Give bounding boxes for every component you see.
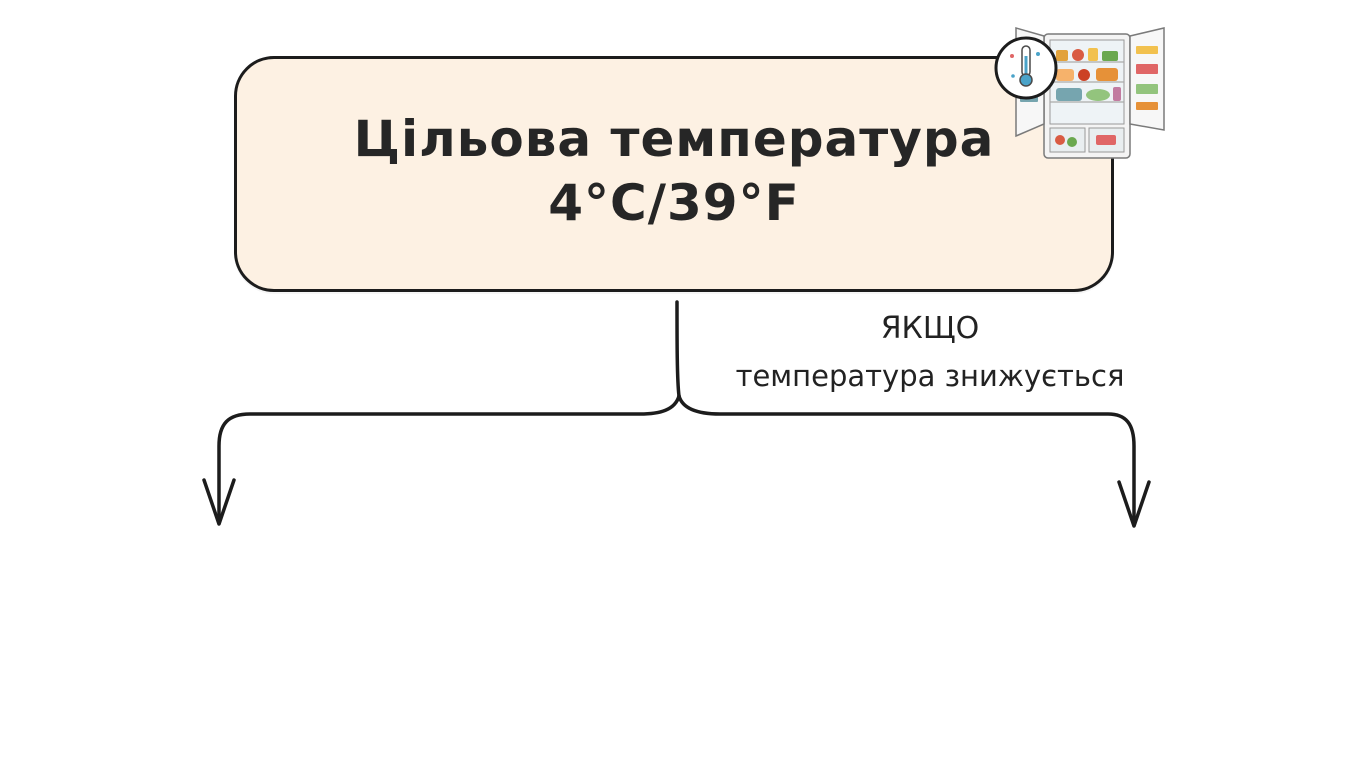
condition-description-text: температура знижується [735, 359, 1125, 393]
stem-line [675, 300, 681, 398]
target-temperature-box: Цільова температура 4°C/39°F [234, 56, 1114, 292]
open-fridge-icon [994, 27, 1165, 159]
title-text: Цільова температура [353, 110, 995, 168]
right-arrowhead [1117, 480, 1151, 528]
temperature-value: 4°C/39°F [548, 174, 800, 232]
left-branch-line [217, 394, 681, 524]
condition-label: ЯКЩО температура знижується [690, 308, 1170, 398]
thermometer-badge-icon [994, 36, 1058, 100]
right-branch-line [677, 394, 1136, 526]
condition-if-text: ЯКЩО [880, 311, 980, 346]
left-arrowhead [202, 478, 236, 526]
